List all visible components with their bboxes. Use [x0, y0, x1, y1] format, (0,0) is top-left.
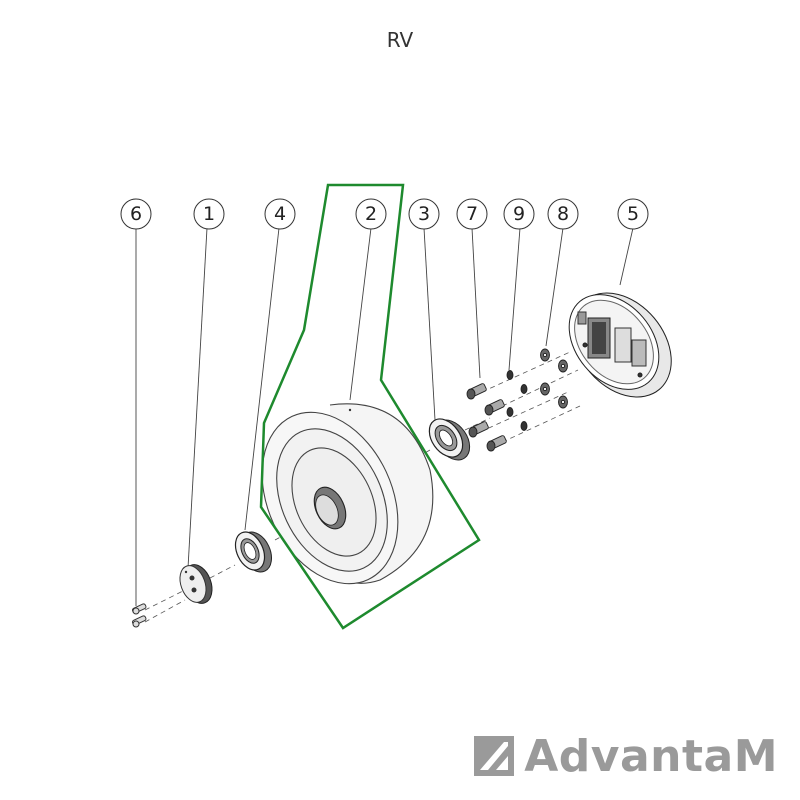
- leader-lines: [135, 227, 634, 606]
- callout-6: 6: [120, 198, 152, 230]
- callout-4-label: 4: [274, 203, 286, 225]
- part-bolts: [466, 383, 507, 452]
- callout-8: 8: [547, 198, 579, 230]
- callout-1: 1: [193, 198, 225, 230]
- callout-3: 3: [408, 198, 440, 230]
- brand-mark-icon: [474, 736, 515, 776]
- callouts: 6 1 4 2 3 7 9: [120, 198, 649, 230]
- callout-7: 7: [456, 198, 488, 230]
- callout-4: 4: [264, 198, 296, 230]
- brand-name: AdvantaM: [524, 730, 778, 782]
- highlight-outline: [259, 183, 481, 630]
- part-bearing-left: [234, 531, 272, 573]
- callout-9-label: 9: [513, 203, 525, 225]
- part-wheel: [261, 403, 434, 585]
- part-bracket: [568, 292, 672, 398]
- part-washers: [506, 370, 528, 431]
- callout-9: 9: [503, 198, 535, 230]
- callout-2: 2: [355, 198, 387, 230]
- callout-5-label: 5: [627, 203, 639, 225]
- diagram-title: RV: [386, 28, 414, 52]
- callout-2-label: 2: [365, 203, 377, 225]
- part-nuts: [540, 348, 568, 409]
- callout-3-label: 3: [418, 203, 430, 225]
- part-hub-cap: [179, 564, 213, 604]
- callout-6-label: 6: [130, 203, 142, 225]
- part-bearing-right: [428, 418, 471, 461]
- part-screws: [131, 603, 147, 628]
- callout-8-label: 8: [557, 203, 569, 225]
- callout-5: 5: [617, 198, 649, 230]
- callout-7-label: 7: [466, 203, 478, 225]
- brand-logo: AdvantaM: [474, 728, 778, 784]
- callout-1-label: 1: [203, 203, 215, 225]
